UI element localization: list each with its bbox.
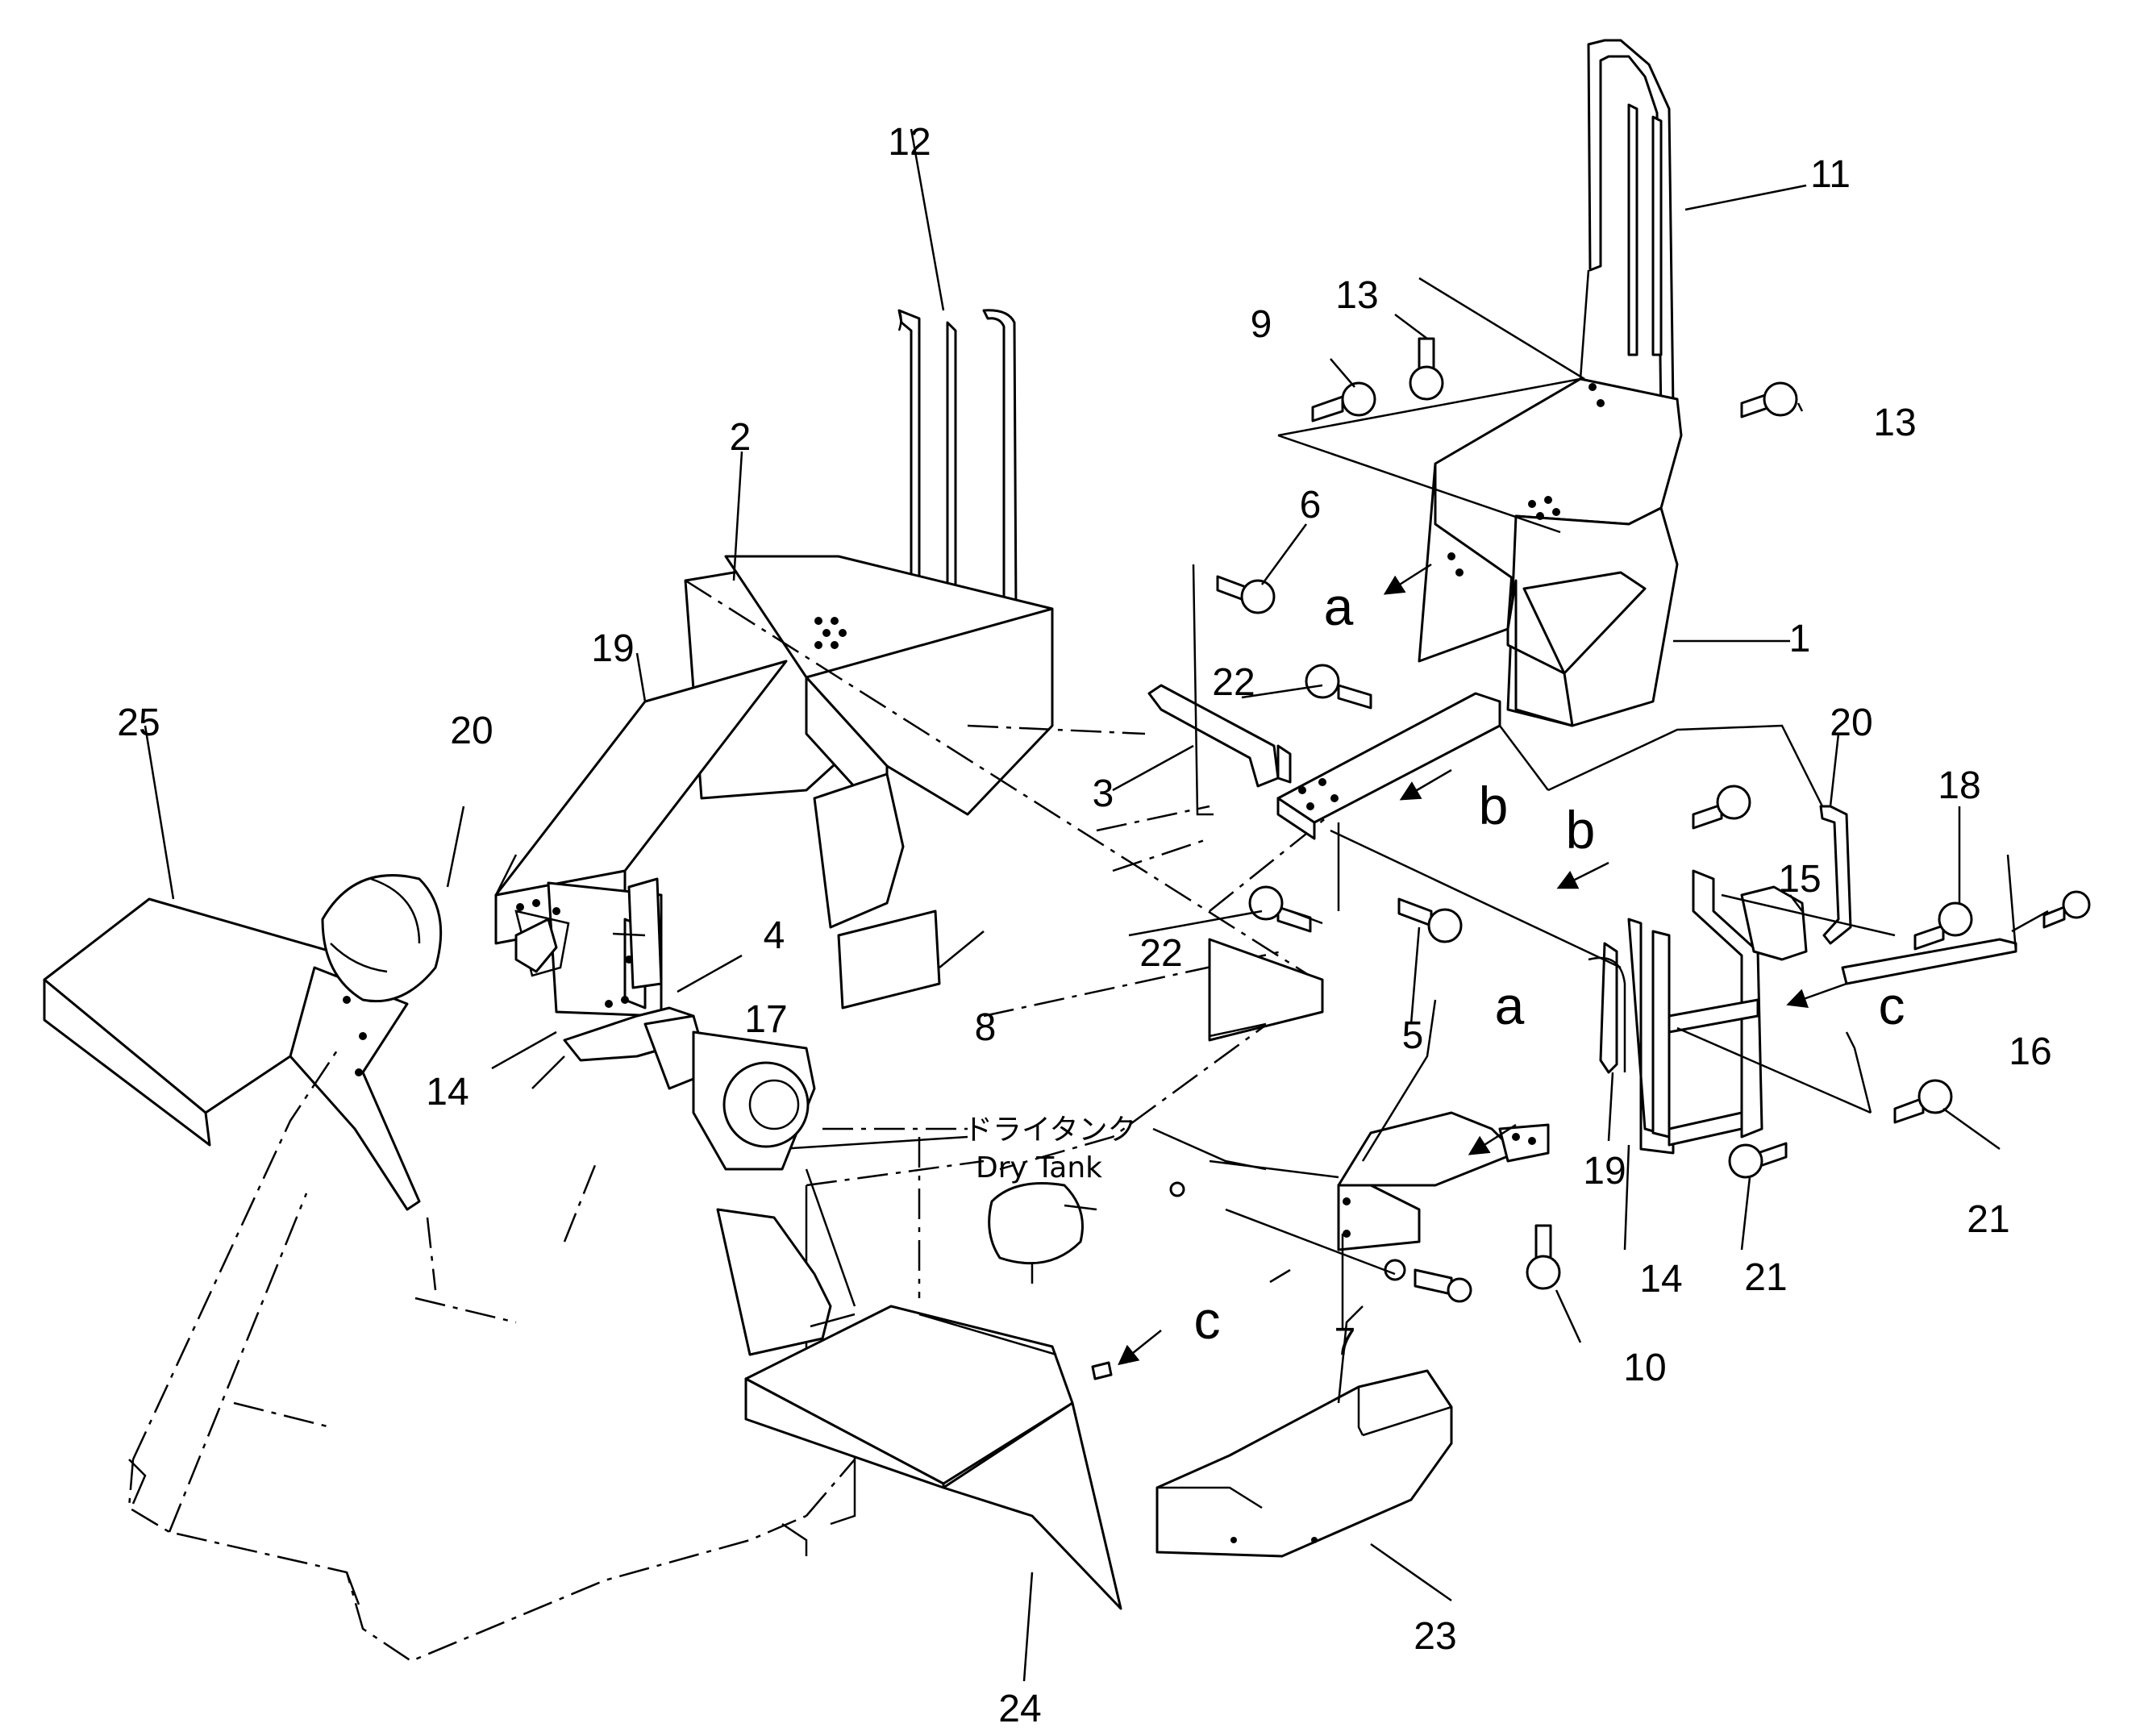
callout-20-right: 20 [1830, 701, 1872, 744]
callout-19-right: 19 [1583, 1150, 1626, 1193]
callout-9: 9 [1251, 303, 1272, 346]
dry-tank-label-en: Dry Tank [976, 1151, 1102, 1184]
callout-16: 16 [2009, 1030, 2051, 1073]
dry-tank-label-jp: ドライタンク [964, 1114, 1137, 1147]
callout-17: 17 [744, 998, 787, 1041]
callout-24: 24 [998, 1688, 1041, 1730]
assembly-lines [1192, 269, 1896, 1404]
callout-15: 15 [1778, 858, 1821, 901]
ref-c-right: c [1879, 976, 1905, 1035]
rod-part-16 [1841, 938, 2017, 985]
bolt-part-13-upper [1409, 337, 1444, 401]
right-tank-part-1 [1418, 39, 1683, 727]
callout-18: 18 [1938, 764, 1980, 807]
ref-c-lower: c [1194, 1290, 1221, 1350]
bolt-part-5 [1397, 897, 1463, 943]
right-ladder-part-14 [1588, 805, 1872, 1155]
callout-25: 25 [117, 701, 160, 744]
floor-plate-holes [343, 996, 367, 1076]
mainframe-outline [127, 579, 1331, 1663]
plate-part-8 [813, 772, 941, 1010]
callout-11: 11 [1810, 153, 1851, 196]
bolt-part-18 [1913, 901, 1973, 951]
left-tank-part-2 [684, 309, 1054, 824]
dry-tank-label: ドライタンク Dry Tank [964, 1114, 1137, 1184]
callout-21-lower: 21 [1744, 1256, 1787, 1299]
callout-22-lower: 22 [1139, 932, 1182, 975]
bolt-part-10 [1526, 1224, 1561, 1290]
reference-arrows [1118, 563, 1847, 1366]
left-bar-assembly [514, 877, 816, 1171]
callout-22-upper: 22 [1212, 661, 1255, 704]
callout-7: 7 [1334, 1321, 1356, 1363]
bolt-part-15 [1692, 785, 1751, 830]
ref-a-lower: a [1495, 976, 1525, 1035]
ref-b-left: b [1479, 776, 1509, 835]
bolt-part-22-lower [1248, 885, 1312, 933]
callout-20-left: 20 [450, 710, 493, 752]
reference-letters: a a b b c c [1194, 577, 1905, 1350]
left-round-fitting [321, 874, 443, 1003]
callout-12: 12 [888, 121, 931, 164]
bolt-part-6 [1216, 575, 1276, 614]
callout-14-right: 14 [1639, 1258, 1682, 1301]
ref-a-upper: a [1324, 577, 1354, 636]
callout-19-left: 19 [591, 627, 634, 670]
callout-5: 5 [1402, 1014, 1424, 1057]
bolt-part-22-upper [1305, 664, 1372, 710]
callout-10: 10 [1623, 1347, 1666, 1389]
callout-2: 2 [730, 416, 752, 459]
bolt-part-9 [1311, 381, 1376, 423]
callout-labels: 1 2 3 4 5 6 7 8 9 10 11 12 13 13 14 14 1… [117, 121, 2051, 1730]
bracket-part-7 [1337, 1111, 1550, 1251]
callout-13-right: 13 [1873, 402, 1916, 444]
frame-holes [516, 899, 633, 1008]
cover-part-23 [1155, 1369, 1453, 1558]
callout-3: 3 [1093, 772, 1114, 815]
bolt-part-21-right [1893, 1079, 1953, 1124]
callout-13-upper: 13 [1335, 274, 1378, 317]
bolt-part-13-right [1740, 381, 1798, 418]
dry-tank-hose [988, 1181, 1185, 1265]
dry-tank-leader [1152, 1127, 1267, 1171]
right-crossbar [1276, 692, 1501, 840]
step-part-24 [744, 1305, 1122, 1610]
leader-lines [144, 128, 2049, 1682]
callout-8: 8 [975, 1006, 997, 1049]
callout-6: 6 [1300, 484, 1322, 527]
left-floor-plate-part-25 [43, 897, 421, 1211]
ref-b-right: b [1566, 800, 1596, 860]
small-clip [1091, 1361, 1113, 1380]
bolt-part-21-lower [1728, 1142, 1788, 1179]
callout-21-right: 21 [1967, 1198, 2009, 1241]
callout-4: 4 [764, 914, 785, 957]
tank-bolt-holes [814, 617, 847, 649]
callout-23: 23 [1414, 1615, 1456, 1658]
bolt-part-7-washer [1384, 1259, 1472, 1303]
callout-1: 1 [1789, 618, 1811, 660]
bolt-part-16-end [2042, 890, 2091, 929]
right-tank-holes [1447, 383, 1605, 577]
callout-14-left: 14 [426, 1071, 468, 1114]
right-bracket-part-3 [1147, 684, 1292, 788]
